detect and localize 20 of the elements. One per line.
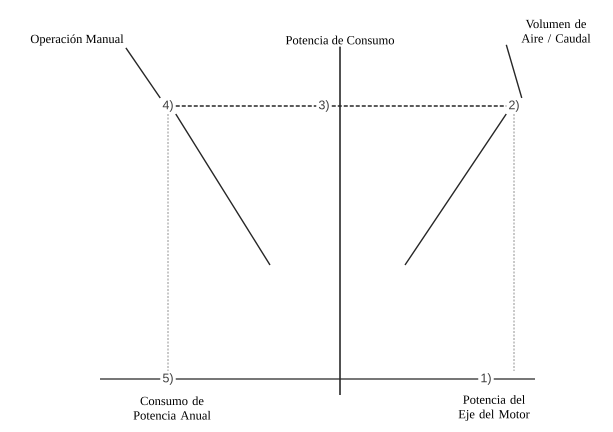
dotted-line — [332, 105, 506, 107]
point-number: 3) — [318, 100, 329, 112]
axis-label: Potencia del Eje del Motor — [458, 395, 530, 421]
leader-line — [506, 44, 522, 98]
horizontal-line — [494, 378, 535, 380]
point-number: 5) — [162, 373, 173, 385]
vertical-line — [339, 46, 341, 395]
axis-label: Consumo de Potencia Anual — [133, 396, 211, 420]
horizontal-line — [100, 378, 160, 380]
diagonal-line — [404, 114, 507, 266]
leader-label: Operación Manual — [30, 34, 124, 46]
leader-label: Potencia de Consumo — [286, 36, 394, 44]
dotted-line — [176, 105, 316, 107]
point-number: 1) — [481, 373, 491, 385]
leader-label: Volumen de Aire / Caudal — [521, 19, 590, 43]
point-number: 4) — [162, 100, 173, 112]
diagonal-line — [175, 114, 271, 266]
leader-line — [125, 47, 161, 98]
point-number: 2) — [509, 100, 519, 112]
horizontal-line — [176, 378, 478, 380]
